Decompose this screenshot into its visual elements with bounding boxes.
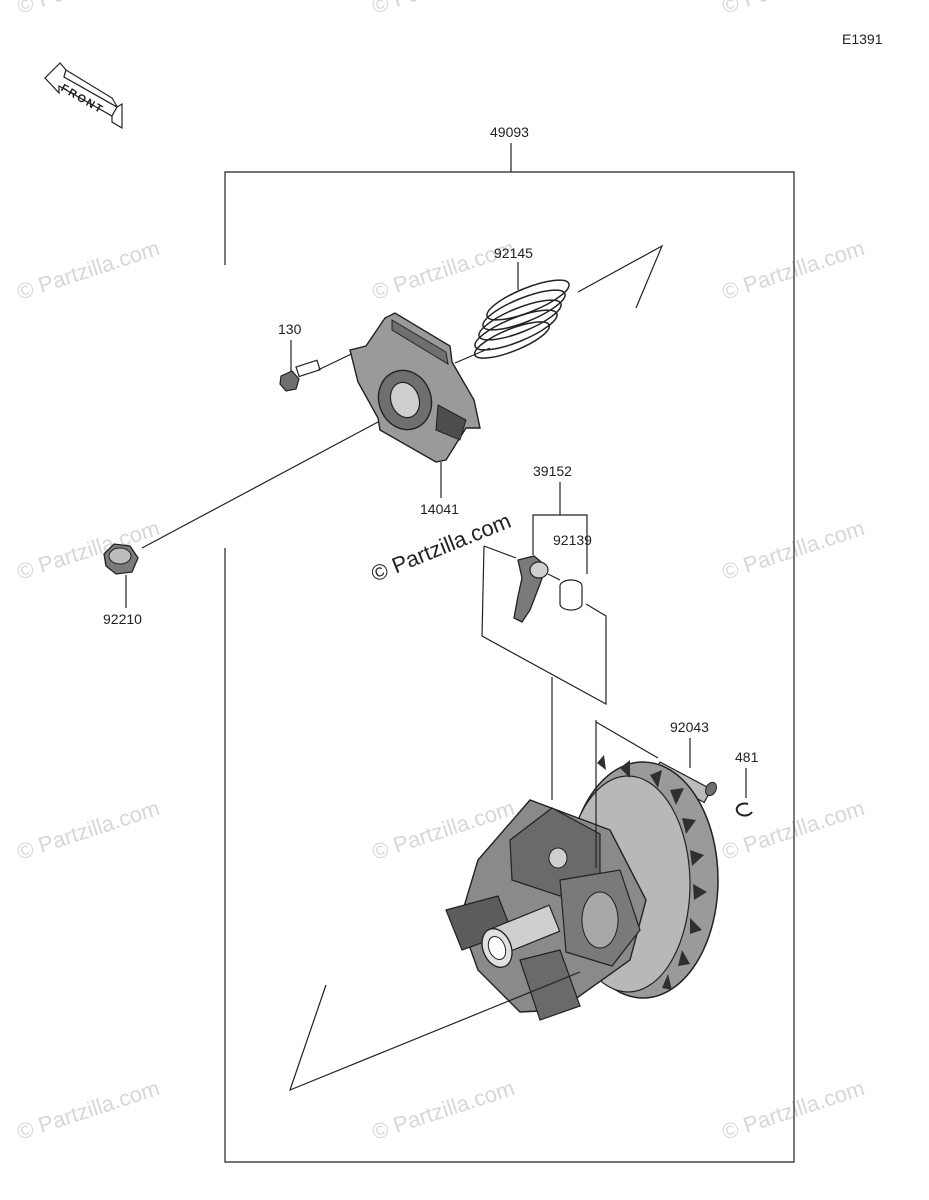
collar-icon bbox=[559, 579, 583, 611]
part-label-92145[interactable]: 92145 bbox=[494, 245, 533, 261]
watermark: © Partzilla.com bbox=[14, 1075, 163, 1145]
front-arrow-icon: FRONT bbox=[44, 62, 123, 130]
watermark: © Partzilla.com bbox=[14, 235, 163, 305]
watermark: © Partzilla.com bbox=[719, 1075, 868, 1145]
watermark: © Partzilla.com bbox=[369, 1075, 518, 1145]
watermark-center: © Partzilla.com bbox=[368, 508, 515, 587]
part-label-92139[interactable]: 92139 bbox=[553, 532, 592, 548]
diagram-code: E1391 bbox=[842, 31, 883, 47]
part-label-92210[interactable]: 92210 bbox=[103, 611, 142, 627]
watermark: © Partzilla.com bbox=[14, 795, 163, 865]
watermark: © Partzilla.com bbox=[369, 0, 518, 19]
bolt-icon bbox=[279, 359, 321, 392]
cover-plate-icon bbox=[349, 312, 481, 463]
watermark: © Partzilla.com bbox=[719, 515, 868, 585]
part-label-39152[interactable]: 39152 bbox=[533, 463, 572, 479]
watermark: © Partzilla.com bbox=[719, 235, 868, 305]
circlip-icon bbox=[735, 802, 753, 817]
watermark: © Partzilla.com bbox=[719, 0, 868, 19]
part-label-92043[interactable]: 92043 bbox=[670, 719, 709, 735]
clutch-assembly-icon bbox=[445, 755, 719, 1021]
part-label-49093[interactable]: 49093 bbox=[490, 124, 529, 140]
part-label-14041[interactable]: 14041 bbox=[420, 501, 459, 517]
watermark: © Partzilla.com bbox=[14, 0, 163, 19]
nut-icon bbox=[103, 543, 139, 575]
part-label-481[interactable]: 481 bbox=[735, 749, 759, 765]
assembly-box bbox=[224, 143, 795, 1163]
watermark: © Partzilla.com bbox=[719, 795, 868, 865]
watermark: © Partzilla.com bbox=[14, 515, 163, 585]
spring-icon bbox=[473, 279, 570, 359]
weight-arm-icon bbox=[513, 555, 549, 623]
part-label-130[interactable]: 130 bbox=[278, 321, 302, 337]
